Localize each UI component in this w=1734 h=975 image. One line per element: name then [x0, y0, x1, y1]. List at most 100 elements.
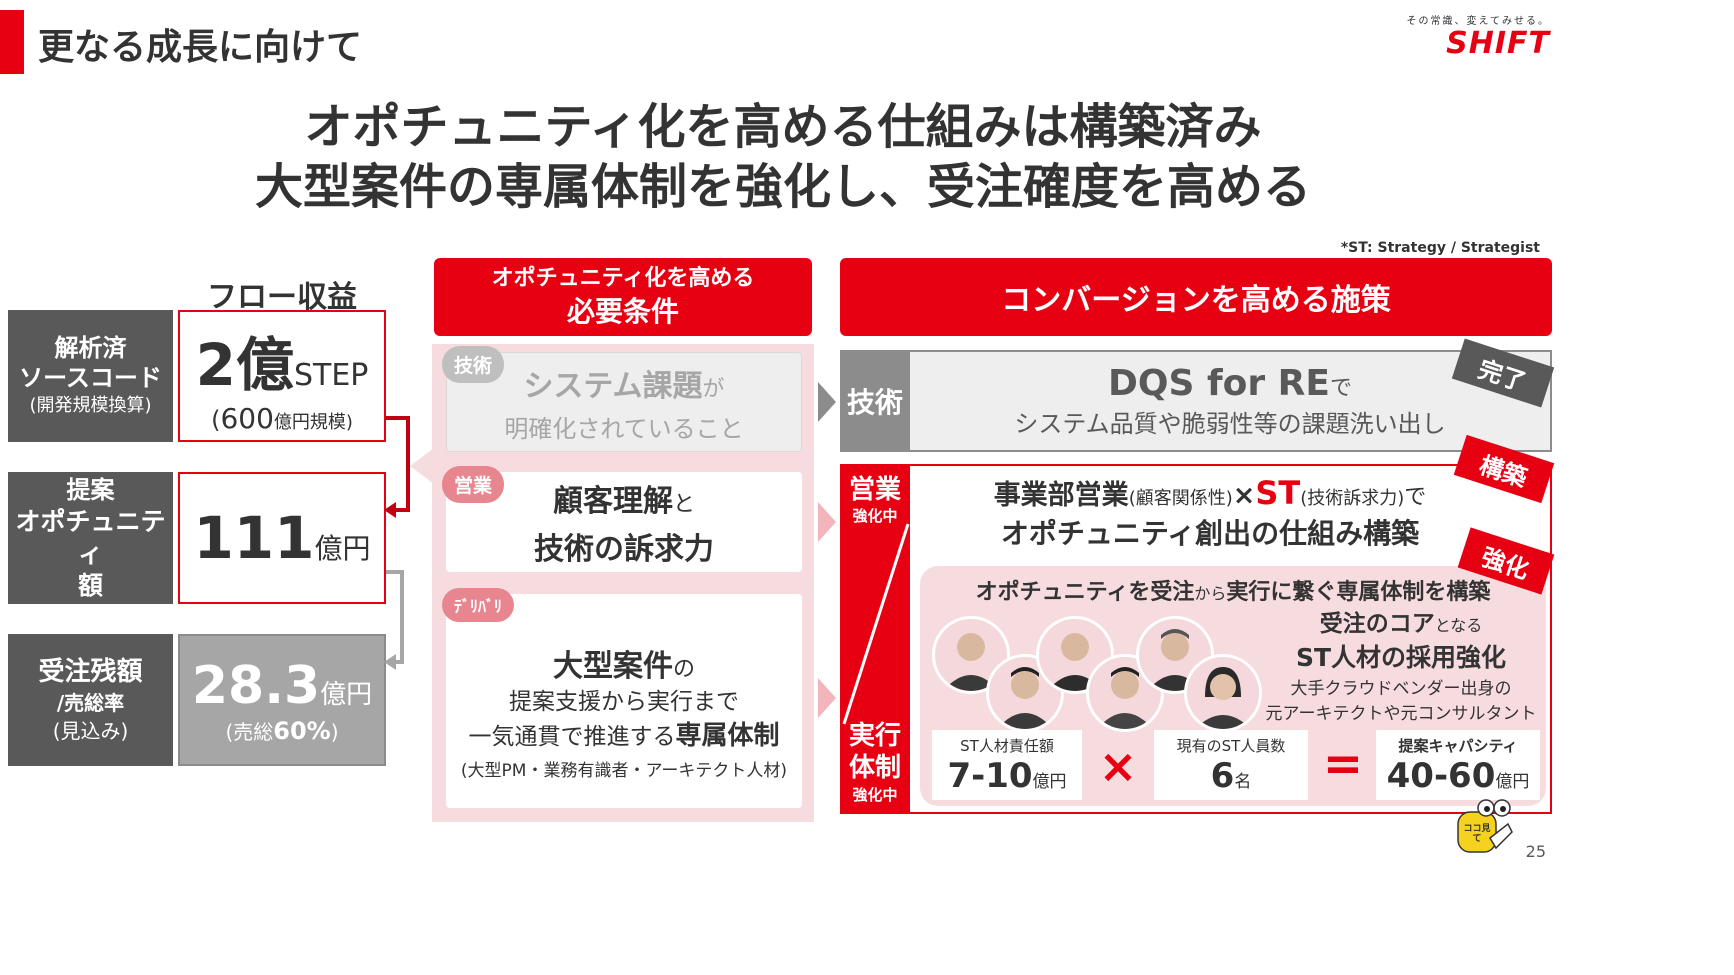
chevron-sales — [818, 502, 836, 542]
metric-equals-operator: = — [1322, 736, 1364, 792]
measure-sales-label-column: 営業 強化中 実行 体制 強化中 — [840, 464, 910, 814]
metric-st-headcount: 現有のST人員数 6名 — [1154, 730, 1308, 800]
flow-row-2-label-l2: オポチュニティ — [15, 507, 166, 568]
requirement-sales-small: と — [672, 492, 695, 517]
flow-row-2-label: 提案 オポチュニティ 額 — [8, 472, 173, 604]
flow-row-1-label-l2: ソースコード — [19, 364, 162, 392]
exec-structure-title: オポチュニティを受注から実行に繋ぐ専属体制を構築 — [920, 574, 1546, 606]
metric-2-value: 6 — [1210, 755, 1235, 796]
metric-proposal-capacity: 提案キャパシティ 40-60億円 — [1376, 730, 1540, 800]
measure-sales-l1c: (技術訴求力) — [1300, 487, 1405, 509]
metric-st-responsibility: ST人材責任額 7-10億円 — [932, 730, 1082, 800]
metric-3-unit: 億円 — [1495, 771, 1530, 792]
measure-tech-line2: システム品質や脆弱性等の課題洗い出し — [1014, 410, 1446, 438]
requirement-delivery-line4: (大型PM・業務有識者・アーキテクト人材) — [460, 761, 788, 781]
exec-title-a: オポチュニティを受注 — [975, 580, 1195, 605]
flow-row-3-label-l3: (見込み) — [52, 719, 129, 743]
core-l1-b: となる — [1434, 616, 1483, 635]
flow-row-1-label-l1: 解析済 — [54, 334, 127, 362]
page-number: 25 — [1525, 842, 1546, 861]
core-l2: ST人材の採用強化 — [1295, 643, 1507, 672]
chevron-delivery — [818, 678, 836, 718]
metric-2-unit: 名 — [1234, 771, 1252, 792]
flow-title: フロー収益 — [207, 280, 357, 315]
core-l4: 元アーキテクトや元コンサルタント — [1265, 704, 1537, 724]
mascot-text: ココ見て — [1463, 824, 1491, 844]
flow-row-2-value: 111 — [193, 504, 315, 572]
flow-row-3-label-l2: /売総率 — [56, 691, 125, 715]
flow-row-3-value-box: 28.3億円 (売総60%) — [178, 634, 386, 766]
measure-sales-l1b: (顧客関係性) — [1128, 487, 1233, 509]
flow-row-2-label-l3: 額 — [77, 571, 103, 600]
flow-row-1-value: 2億 — [195, 330, 294, 399]
core-talent-text: 受注のコアとなる ST人材の採用強化 大手クラウドベンダー出身の 元アーキテクト… — [1262, 608, 1540, 724]
flow-row-2-label-l1: 提案 — [66, 476, 115, 504]
requirements-header: オポチュニティ化を高める 必要条件 — [434, 258, 812, 336]
logo-tagline: その常識、変えてみせる。 — [1406, 16, 1550, 27]
requirements-header-l1: オポチュニティ化を高める — [491, 266, 755, 291]
requirement-tech-line2: 明確化されていること — [504, 414, 744, 443]
metric-2-label: 現有のST人員数 — [1176, 736, 1286, 755]
flow-row-3-unit: 億円 — [320, 679, 373, 710]
core-l3: 大手クラウドベンダー出身の — [1290, 679, 1512, 699]
flow-row-1-unit: STEP — [293, 357, 369, 393]
flow-row-3-value: 28.3 — [191, 655, 321, 716]
measures-header-text: コンバージョンを高める施策 — [1001, 283, 1391, 318]
measure-exec-label-l1: 実行 — [848, 720, 901, 751]
measure-exec-label-l2: 体制 — [848, 752, 901, 783]
measure-sales-label-sub: 強化中 — [852, 506, 898, 525]
measures-header: コンバージョンを高める施策 — [840, 258, 1552, 336]
brand-logo: その常識、変えてみせる。 SHIFT — [1405, 12, 1550, 62]
footnote: *ST: Strategy / Strategist — [1340, 240, 1540, 256]
exec-title-b: から — [1194, 584, 1227, 603]
measure-sales-l1d: で — [1404, 484, 1427, 510]
mascot-look-here-icon: ココ見て — [1456, 798, 1514, 858]
requirement-delivery-small: の — [672, 657, 695, 682]
requirement-delivery-line3b: 専属体制 — [675, 721, 780, 751]
flow-row-3-label: 受注残額 /売総率 (見込み) — [8, 634, 173, 766]
st-member-photo-4 — [1086, 654, 1164, 732]
measure-sales-label: 営業 — [848, 474, 901, 505]
flow-row-1-value-box: 2億STEP (600億円規模) — [178, 310, 386, 442]
measure-tech-small: で — [1329, 376, 1352, 401]
flow-row-1-sub-num: 600 — [220, 401, 274, 435]
metric-1-value: 7-10 — [947, 755, 1033, 796]
measure-sales-l1-st: ST — [1255, 473, 1301, 512]
requirement-delivery-main: 大型案件 — [552, 649, 673, 684]
headline-line2: 大型案件の専属体制を強化し、受注確度を高める — [254, 159, 1311, 215]
requirement-sales-line2: 技術の訴求力 — [534, 532, 714, 567]
flow-row-2-unit: 億円 — [314, 532, 371, 565]
requirement-tag-sales: 営業 — [442, 466, 505, 503]
requirement-delivery-line3a: 一気通貫で推進する — [468, 724, 676, 750]
requirement-card-tech: システム課題が 明確化されていること — [446, 352, 802, 452]
requirement-tech-main: システム課題 — [523, 368, 703, 404]
measure-sales-l1x: × — [1232, 479, 1256, 511]
flow-row-1-sub-open: ( — [211, 405, 221, 434]
header-accent-bar — [0, 10, 24, 74]
measure-exec-label-sub: 強化中 — [852, 785, 898, 804]
flow-to-requirements-chevron — [410, 448, 434, 484]
core-l1-a: 受注のコア — [1319, 611, 1435, 637]
flow-row-3-sub-open: (売総 — [225, 719, 274, 744]
requirement-tag-delivery: ﾃﾞﾘﾊﾞﾘ — [442, 588, 515, 622]
metric-1-label: ST人材責任額 — [960, 736, 1054, 755]
flow-row-1-label: 解析済 ソースコード (開発規模換算) — [8, 310, 173, 442]
measure-tech-main: DQS for RE — [1108, 363, 1330, 404]
requirement-card-sales: 顧客理解と 技術の訴求力 — [446, 472, 802, 572]
measure-sales-l2: オポチュニティ創出の仕組み構築 — [1000, 516, 1420, 550]
requirement-tech-small: が — [702, 376, 725, 402]
measure-sales-lines: 事業部営業(顧客関係性)×ST(技術訴求力)で オポチュニティ創出の仕組み構築 — [910, 472, 1510, 552]
measure-tech-body: DQS for REで システム品質や脆弱性等の課題洗い出し — [910, 350, 1552, 452]
flow-row-2-value-box: 111億円 — [178, 472, 386, 604]
requirements-header-l2: 必要条件 — [566, 295, 679, 328]
flow-row-1-label-l3: (開発規模換算) — [29, 395, 152, 416]
requirement-sales-main: 顧客理解 — [552, 484, 673, 519]
metric-3-value: 40-60 — [1386, 755, 1496, 796]
flow-row-3-sub-close: ) — [330, 719, 339, 744]
measure-sales-l1a: 事業部営業 — [993, 479, 1129, 511]
exec-title-c: 実行に繋ぐ専属体制を構築 — [1226, 580, 1491, 605]
page-header-title: 更なる成長に向けて — [38, 27, 363, 68]
measure-tech-label: 技術 — [840, 350, 910, 452]
flow-row-1-sub-unit: 億円規模) — [273, 411, 353, 433]
chevron-tech — [818, 382, 836, 422]
